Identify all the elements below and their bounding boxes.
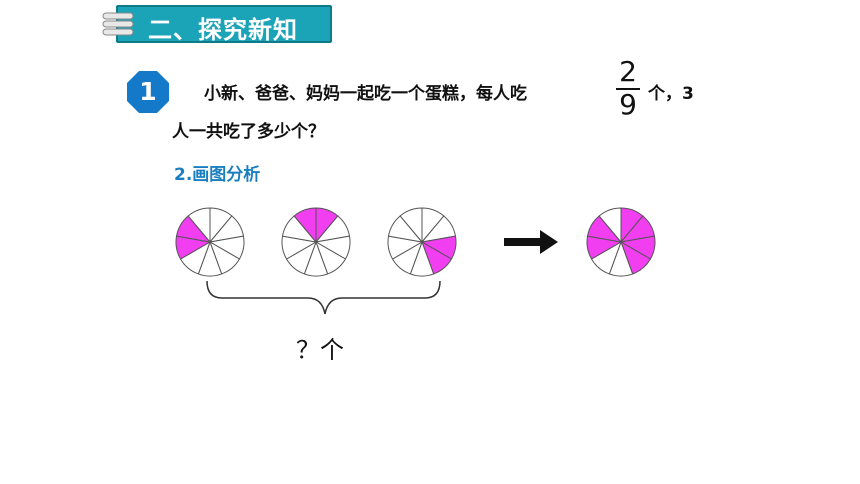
question-number-badge — [127, 71, 169, 113]
section-label: 2.画图分析 — [174, 165, 261, 185]
fraction-denominator: 9 — [619, 88, 637, 121]
question-line-1-tail: 个，3 — [648, 84, 694, 104]
cake-diagram-result — [586, 207, 656, 277]
cake-diagram-3 — [387, 207, 457, 277]
right-arrow-icon — [504, 230, 558, 254]
cake-diagram-1 — [175, 207, 245, 277]
shaded-slice — [293, 207, 317, 244]
binder-rings-icon — [102, 12, 134, 36]
question-line-2: 人一共吃了多少个？ — [172, 122, 325, 142]
question-line-1: 小新、爸爸、妈妈一起吃一个蛋糕，每人吃 — [204, 84, 527, 104]
fraction-bar — [616, 88, 640, 90]
empty-slice — [598, 207, 622, 244]
section-title: 二、探究新知 — [148, 16, 298, 44]
cake-diagram-2 — [281, 207, 351, 277]
fraction-numerator: 2 — [619, 55, 637, 88]
empty-slice — [187, 207, 211, 244]
group-brace — [206, 280, 441, 315]
empty-slice — [399, 207, 423, 244]
section-header: 二、探究新知 — [116, 5, 332, 44]
question-number: 1 — [139, 77, 157, 106]
fraction-two-ninths: 2 9 — [614, 57, 642, 121]
answer-label: ？个 — [296, 336, 344, 364]
